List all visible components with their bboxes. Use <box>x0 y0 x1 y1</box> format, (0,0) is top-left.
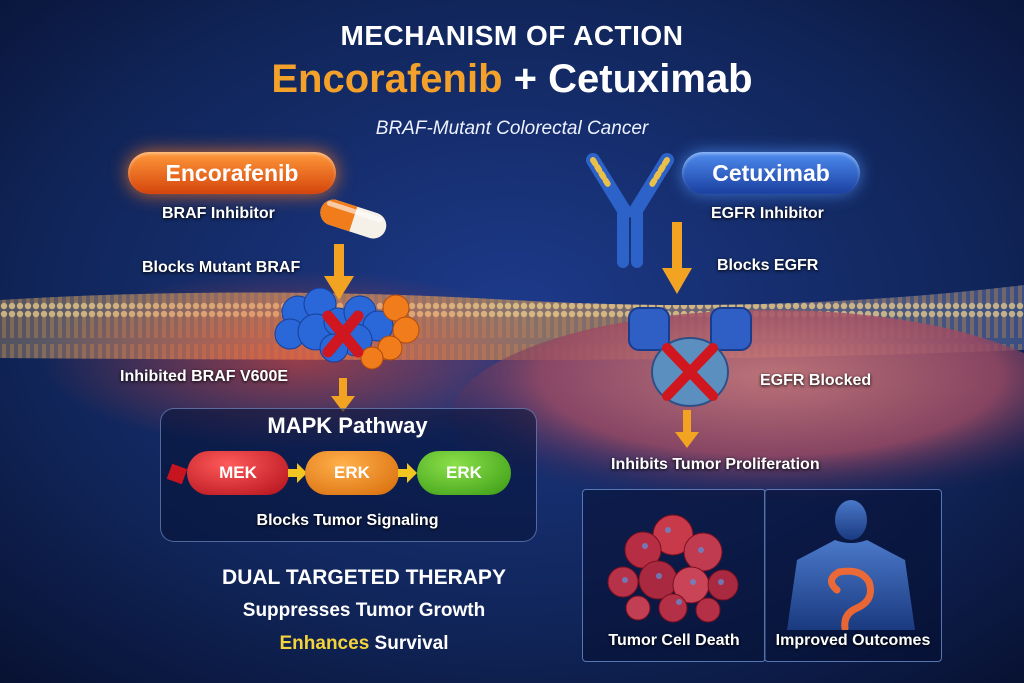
tumor-cell-death-panel: Tumor Cell Death <box>582 489 766 662</box>
down-arrow-icon <box>675 410 699 448</box>
egfr-blocked-label: EGFR Blocked <box>760 372 872 389</box>
capsule-icon <box>320 199 387 239</box>
braf-protein-icon <box>274 287 420 370</box>
title-drug2: Cetuximab <box>548 57 753 101</box>
cetuximab-pill: Cetuximab <box>682 152 860 194</box>
summary-heading: DUAL TARGETED THERAPY <box>222 566 506 589</box>
human-torso-icon <box>787 500 915 632</box>
antibody-icon <box>586 153 674 268</box>
tumor-cluster-icon <box>607 514 739 623</box>
drug-combination-title: Encorafenib + Cetuximab <box>0 57 1024 102</box>
right-arrow-icon <box>288 463 307 483</box>
improved-outcomes-panel: Improved Outcomes <box>764 489 942 662</box>
encorafenib-pill: Encorafenib <box>128 152 336 194</box>
down-arrow-icon <box>662 222 692 294</box>
braf-inhibitor-label: BRAF Inhibitor <box>162 205 275 222</box>
erk-node: ERK <box>305 451 399 495</box>
mek-node: MEK <box>187 451 289 495</box>
improved-outcomes-label: Improved Outcomes <box>775 632 931 649</box>
down-arrow-icon <box>324 244 354 300</box>
braf-v600e-label: Inhibited BRAF V600E <box>120 368 289 385</box>
summary-line-3: Enhances Survival <box>160 633 568 655</box>
down-arrow-icon <box>331 378 355 412</box>
mapk-title: MAPK Pathway <box>267 413 428 438</box>
tumor-cell-death-label: Tumor Cell Death <box>608 632 740 649</box>
summary-highlight: Enhances <box>279 633 370 654</box>
page-title: MECHANISM OF ACTION <box>340 20 684 51</box>
blocks-egfr-label: Blocks EGFR <box>717 257 819 274</box>
mapk-caption: Blocks Tumor Signaling <box>256 512 439 529</box>
title-drug1: Encorafenib <box>271 57 503 101</box>
title-plus: + <box>502 57 549 101</box>
blocks-braf-label: Blocks Mutant BRAF <box>142 259 301 276</box>
blocked-block-icon <box>166 463 188 485</box>
egfr-inhibitor-label: EGFR Inhibitor <box>711 205 824 222</box>
subtitle: BRAF-Mutant Colorectal Cancer <box>375 118 649 139</box>
summary-line-2: Suppresses Tumor Growth <box>242 600 486 621</box>
right-arrow-icon <box>398 463 417 483</box>
summary-rest: Survival <box>369 633 449 654</box>
inhibits-proliferation-label: Inhibits Tumor Proliferation <box>611 456 820 473</box>
erk-node-2: ERK <box>417 451 511 495</box>
egfr-receptor-icon <box>628 307 752 407</box>
